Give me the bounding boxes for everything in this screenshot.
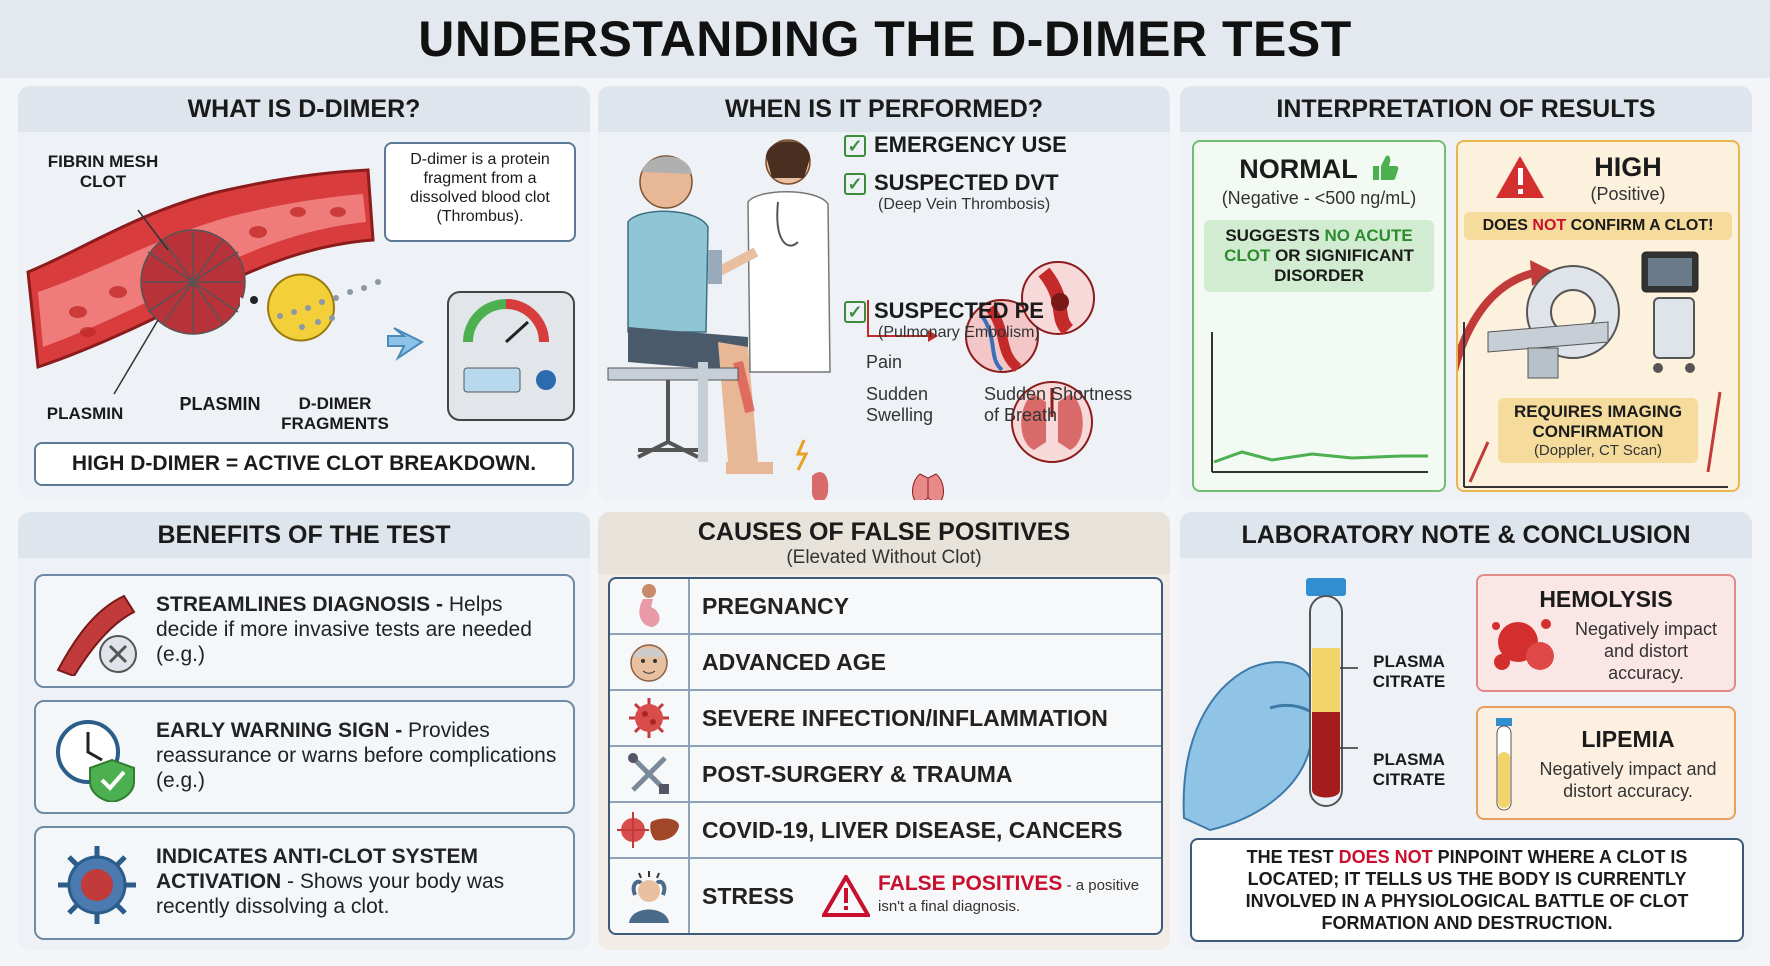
benefit-card: STREAMLINES DIAGNOSIS - Helps decide if … [34, 574, 575, 688]
cell-icon [58, 846, 136, 924]
causes-table: PREGNANCY ADVANCED AGE SEVERE INFECTION/… [608, 577, 1163, 935]
fibrin-label: FIBRIN MESH CLOT [47, 152, 159, 191]
clock-shield-icon [56, 720, 135, 802]
header: UNDERSTANDING THE D-DIMER TEST [0, 0, 1770, 78]
causes-title: CAUSES OF FALSE POSITIVES [697, 518, 1071, 546]
blood-cells-icon [1492, 619, 1554, 670]
interpret-title: INTERPRETATION OF RESULTS [1180, 86, 1752, 132]
yellow-tube-icon [1496, 718, 1512, 811]
patient [627, 155, 773, 474]
lab-panel: LABORATORY NOTE & CONCLUSION PLASMA CITR… [1180, 512, 1752, 950]
high-msg: DOES NOT CONFIRM A CLOT! [1464, 212, 1732, 240]
hemolysis-text: Negatively impact and distort accuracy. [1574, 619, 1718, 683]
causes-header: CAUSES OF FALSE POSITIVES (Elevated With… [598, 512, 1170, 574]
normal-card: NORMAL (Negative - <500 ng/mL) SUGGESTS … [1192, 140, 1446, 492]
what-title: WHAT IS D-DIMER? [18, 86, 590, 132]
dvt-item: ✓SUSPECTED DVT (Deep Vein Thrombosis) [844, 170, 1059, 214]
thumbs-up-icon [1372, 155, 1399, 180]
definition-box: D-dimer is a protein fragment from a dis… [384, 142, 576, 242]
check-icon: ✓ [844, 301, 866, 324]
benefit-card: INDICATES ANTI-CLOT SYSTEM ACTIVATION - … [34, 826, 575, 940]
normal-sub: (Negative - <500 ng/mL) [1221, 188, 1417, 208]
imaging-box: REQUIRES IMAGING CONFIRMATION (Doppler, … [1498, 398, 1698, 463]
check-icon: ✓ [844, 135, 866, 158]
when-panel: WHEN IS IT PERFORMED? [598, 86, 1170, 500]
benefit-card: EARLY WARNING SIGN - Provides reassuranc… [34, 700, 575, 814]
table-row: PREGNANCY [610, 579, 1161, 635]
benefits-panel: BENEFITS OF THE TEST STREAMLINES DIAGNOS… [18, 512, 590, 950]
hand-tube-illustration [1182, 578, 1358, 832]
doctor [708, 139, 831, 373]
benefit-text: EARLY WARNING SIGN - Provides reassuranc… [156, 719, 557, 792]
symptom-pain: Pain [866, 352, 903, 372]
imaging-title: REQUIRES IMAGING CONFIRMATION [1513, 402, 1683, 441]
analyzer-machine [447, 291, 575, 421]
false-positive-warning: FALSE POSITIVES - a positive isn't a fin… [878, 872, 1140, 915]
check-icon: ✓ [844, 173, 866, 196]
causes-subtitle: (Elevated Without Clot) [786, 547, 982, 568]
plasma-bottom-label: PLASMA CITRATE [1372, 750, 1446, 789]
elderly-face-icon [630, 644, 668, 682]
fragments-label: D-DIMER FRAGMENTS [281, 394, 389, 433]
clinic-illustration [607, 139, 1095, 500]
benefits-title: BENEFITS OF THE TEST [18, 512, 590, 558]
page-title: UNDERSTANDING THE D-DIMER TEST [418, 11, 1352, 67]
pe-item: ✓SUSPECTED PE (Pulmonary Embolism) [844, 298, 1044, 342]
table-row: COVID-19, LIVER DISEASE, CANCERS [610, 803, 1161, 859]
summary-box: HIGH D-DIMER = ACTIVE CLOT BREAKDOWN. [34, 442, 574, 486]
imaging-illustration [1458, 251, 1728, 488]
blood-vessel-illustration [26, 168, 575, 421]
ct-scanner-icon [1487, 265, 1620, 379]
symptom-breath: Sudden Shortness of Breath [984, 384, 1133, 425]
high-card: HIGH (Positive) DOES NOT CONFIRM A CLOT! [1456, 140, 1740, 492]
plasmin-left-label: PLASMIN [46, 404, 124, 423]
normal-title: NORMAL [1194, 152, 1444, 185]
when-title: WHEN IS IT PERFORMED? [598, 86, 1170, 132]
fibrin-clot [140, 229, 246, 335]
plasma-top-label: PLASMA CITRATE [1372, 652, 1446, 691]
dvt-leg-illustration [965, 261, 1095, 373]
definition-text: D-dimer is a protein fragment from a dis… [410, 151, 550, 225]
hemolysis-title: HEMOLYSIS [1539, 586, 1673, 612]
lipemia-text: Negatively impact and distort accuracy. [1539, 759, 1717, 801]
interpret-panel: INTERPRETATION OF RESULTS NORMAL (Negati… [1180, 86, 1752, 500]
warning-icon [1496, 156, 1544, 198]
table-row: SEVERE INFECTION/INFLAMMATION [610, 691, 1161, 747]
high-title: HIGH [1594, 152, 1662, 182]
hemolysis-card: HEMOLYSIS Negatively impact and distort … [1476, 574, 1736, 692]
table-row: ADVANCED AGE [610, 635, 1161, 691]
table-row: POST-SURGERY & TRAUMA [610, 747, 1161, 803]
normal-msg: SUGGESTS NO ACUTE CLOT OR SIGNIFICANT DI… [1204, 220, 1434, 292]
vessel-icon [56, 594, 137, 676]
swelling-icon [812, 472, 829, 500]
lab-title: LABORATORY NOTE & CONCLUSION [1180, 512, 1752, 558]
imaging-sub: (Doppler, CT Scan) [1533, 442, 1663, 459]
breath-icon [912, 473, 944, 500]
causes-panel: CAUSES OF FALSE POSITIVES (Elevated With… [598, 512, 1170, 950]
lipemia-title: LIPEMIA [1581, 726, 1675, 752]
virus-icon [629, 698, 669, 738]
ultrasound-icon [1641, 251, 1699, 373]
warning-icon [822, 875, 870, 917]
plasmin-center-label: PLASMIN [179, 394, 261, 414]
conclusion-box: THE TEST DOES NOT PINPOINT WHERE A CLOT … [1190, 838, 1744, 942]
table-row: STRESS FALSE POSITIVES - a positive isn'… [610, 859, 1161, 933]
pain-icon [795, 439, 809, 471]
pregnancy-icon [639, 584, 660, 627]
stress-icon [629, 871, 669, 923]
what-panel: WHAT IS D-DIMER? FIBR [18, 86, 590, 500]
lungs-illustration [1011, 381, 1093, 463]
surgery-tools-icon [628, 753, 669, 794]
lipemia-card: LIPEMIA Negatively impact and distort ac… [1476, 706, 1736, 820]
symptom-swelling: Sudden Swelling [866, 384, 934, 425]
covid-liver-icon [617, 812, 679, 848]
benefit-text: STREAMLINES DIAGNOSIS - Helps decide if … [156, 593, 532, 666]
benefit-text: INDICATES ANTI-CLOT SYSTEM ACTIVATION - … [156, 845, 505, 918]
high-sub: (Positive) [1590, 184, 1666, 204]
emergency-item: ✓EMERGENCY USE [844, 132, 1067, 158]
summary-text: HIGH D-DIMER = ACTIVE CLOT BREAKDOWN. [71, 452, 537, 475]
normal-trend-line [1211, 332, 1428, 473]
